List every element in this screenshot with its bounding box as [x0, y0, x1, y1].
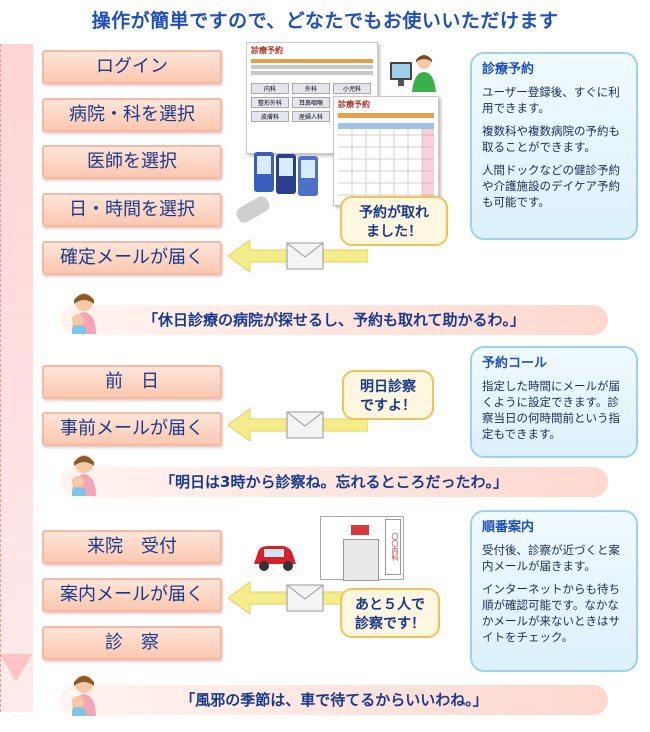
quote-1: 「休日診療の病院が探せるし、予約も取れて助かるわ。」	[60, 305, 608, 335]
step-guide-mail: 案内メールが届く	[42, 578, 222, 612]
bubble-text: 明日診察	[360, 379, 416, 395]
info-text: インターネットからも待ち順が確認可能です。なかなかメールが来ないときはサイトをチ…	[482, 582, 620, 644]
calendar-screen-card: 診療予約	[333, 96, 439, 206]
screen-title: 診療予約	[338, 100, 370, 109]
pc-user-icon	[390, 55, 436, 92]
speech-bubble-queue: あと５人で 診察です！	[340, 588, 440, 638]
screen-button: 内科	[251, 83, 289, 94]
bubble-text: 予約が取れ	[359, 205, 429, 221]
envelope-icon	[286, 584, 324, 612]
bubble-text: 診察です！	[355, 616, 425, 632]
info-heading: 診療予約	[482, 62, 535, 77]
step-select-datetime: 日・時間を選択	[42, 193, 222, 227]
calendar-grid	[338, 123, 434, 203]
speech-bubble-reminder: 明日診察 ですよ！	[342, 370, 434, 420]
mobile-phones-icon	[236, 152, 318, 223]
mother-child-illustration	[72, 675, 96, 716]
screen-button: 整形外科	[251, 97, 289, 108]
info-heading: 順番案内	[482, 520, 535, 535]
mother-child-illustration	[72, 293, 96, 334]
envelope-icon	[286, 411, 324, 439]
screen-button: 外科	[292, 83, 330, 94]
bubble-text: ました！	[366, 224, 422, 240]
hospital-building: 〇〇内科	[320, 516, 404, 581]
info-box-order: 順番案内 受付後、診察が近づくと案内メールが届きます。 インターネットからも待ち…	[470, 510, 638, 672]
quote-3: 「風邪の季節は、車で待てるからいいわね。」	[60, 685, 608, 715]
screen-button: 耳鼻咽喉	[292, 97, 330, 108]
envelope-icon	[286, 242, 324, 270]
hospital-sign: 〇〇内科	[385, 519, 401, 575]
flow-arrow-bar	[0, 44, 33, 712]
bubble-text: あと５人で	[355, 597, 425, 613]
info-heading: 予約コール	[482, 356, 548, 371]
screen-title: 診療予約	[251, 46, 283, 55]
step-day-before: 前 日	[42, 365, 222, 399]
step-arrival-reception: 来院 受付	[42, 530, 222, 564]
speech-bubble-confirmed: 予約が取れ ました！	[340, 196, 448, 246]
screen-button: 産婦人科	[292, 111, 330, 122]
bubble-text: ですよ！	[360, 398, 416, 414]
info-box-call: 予約コール 指定した時間にメールが届くように設定できます。診察当日の何時間前とい…	[470, 346, 638, 458]
step-select-doctor: 医師を選択	[42, 145, 222, 179]
page-title: 操作が簡単ですので、どなたでもお使いいただけます	[91, 10, 559, 32]
step-login: ログイン	[42, 50, 222, 84]
mother-child-illustration	[72, 455, 96, 496]
info-box-reservation: 診療予約 ユーザー登録後、すぐに利用できます。 複数科や複数病院の予約も取ること…	[470, 52, 638, 240]
web-screen-card: 診療予約 内科 外科 小児科 整形外科 耳鼻咽喉 眼科 皮膚科 産婦人科	[246, 42, 378, 154]
step-reminder-mail: 事前メールが届く	[42, 412, 222, 446]
info-text: 人間ドックなどの健診予約や介護施設のデイケア予約も可能です。	[482, 163, 620, 209]
info-text: 受付後、診察が近づくと案内メールが届きます。	[482, 543, 620, 573]
step-examination: 診 察	[42, 626, 222, 660]
info-text: 複数科や複数病院の予約も取ることができます。	[482, 124, 620, 154]
info-text: ユーザー登録後、すぐに利用できます。	[482, 85, 620, 115]
screen-button: 小児科	[333, 83, 371, 94]
flow-arrow-tip	[0, 654, 32, 682]
quote-2: 「明日は3時から診察ね。忘れるところだったわ。」	[60, 467, 608, 497]
screen-button: 皮膚科	[251, 111, 289, 122]
step-select-hospital: 病院・科を選択	[42, 98, 222, 132]
step-confirm-mail: 確定メールが届く	[42, 241, 222, 275]
car-icon	[254, 546, 296, 571]
info-text: 指定した時間にメールが届くように設定できます。診察当日の何時間前という指定もでき…	[482, 379, 620, 441]
